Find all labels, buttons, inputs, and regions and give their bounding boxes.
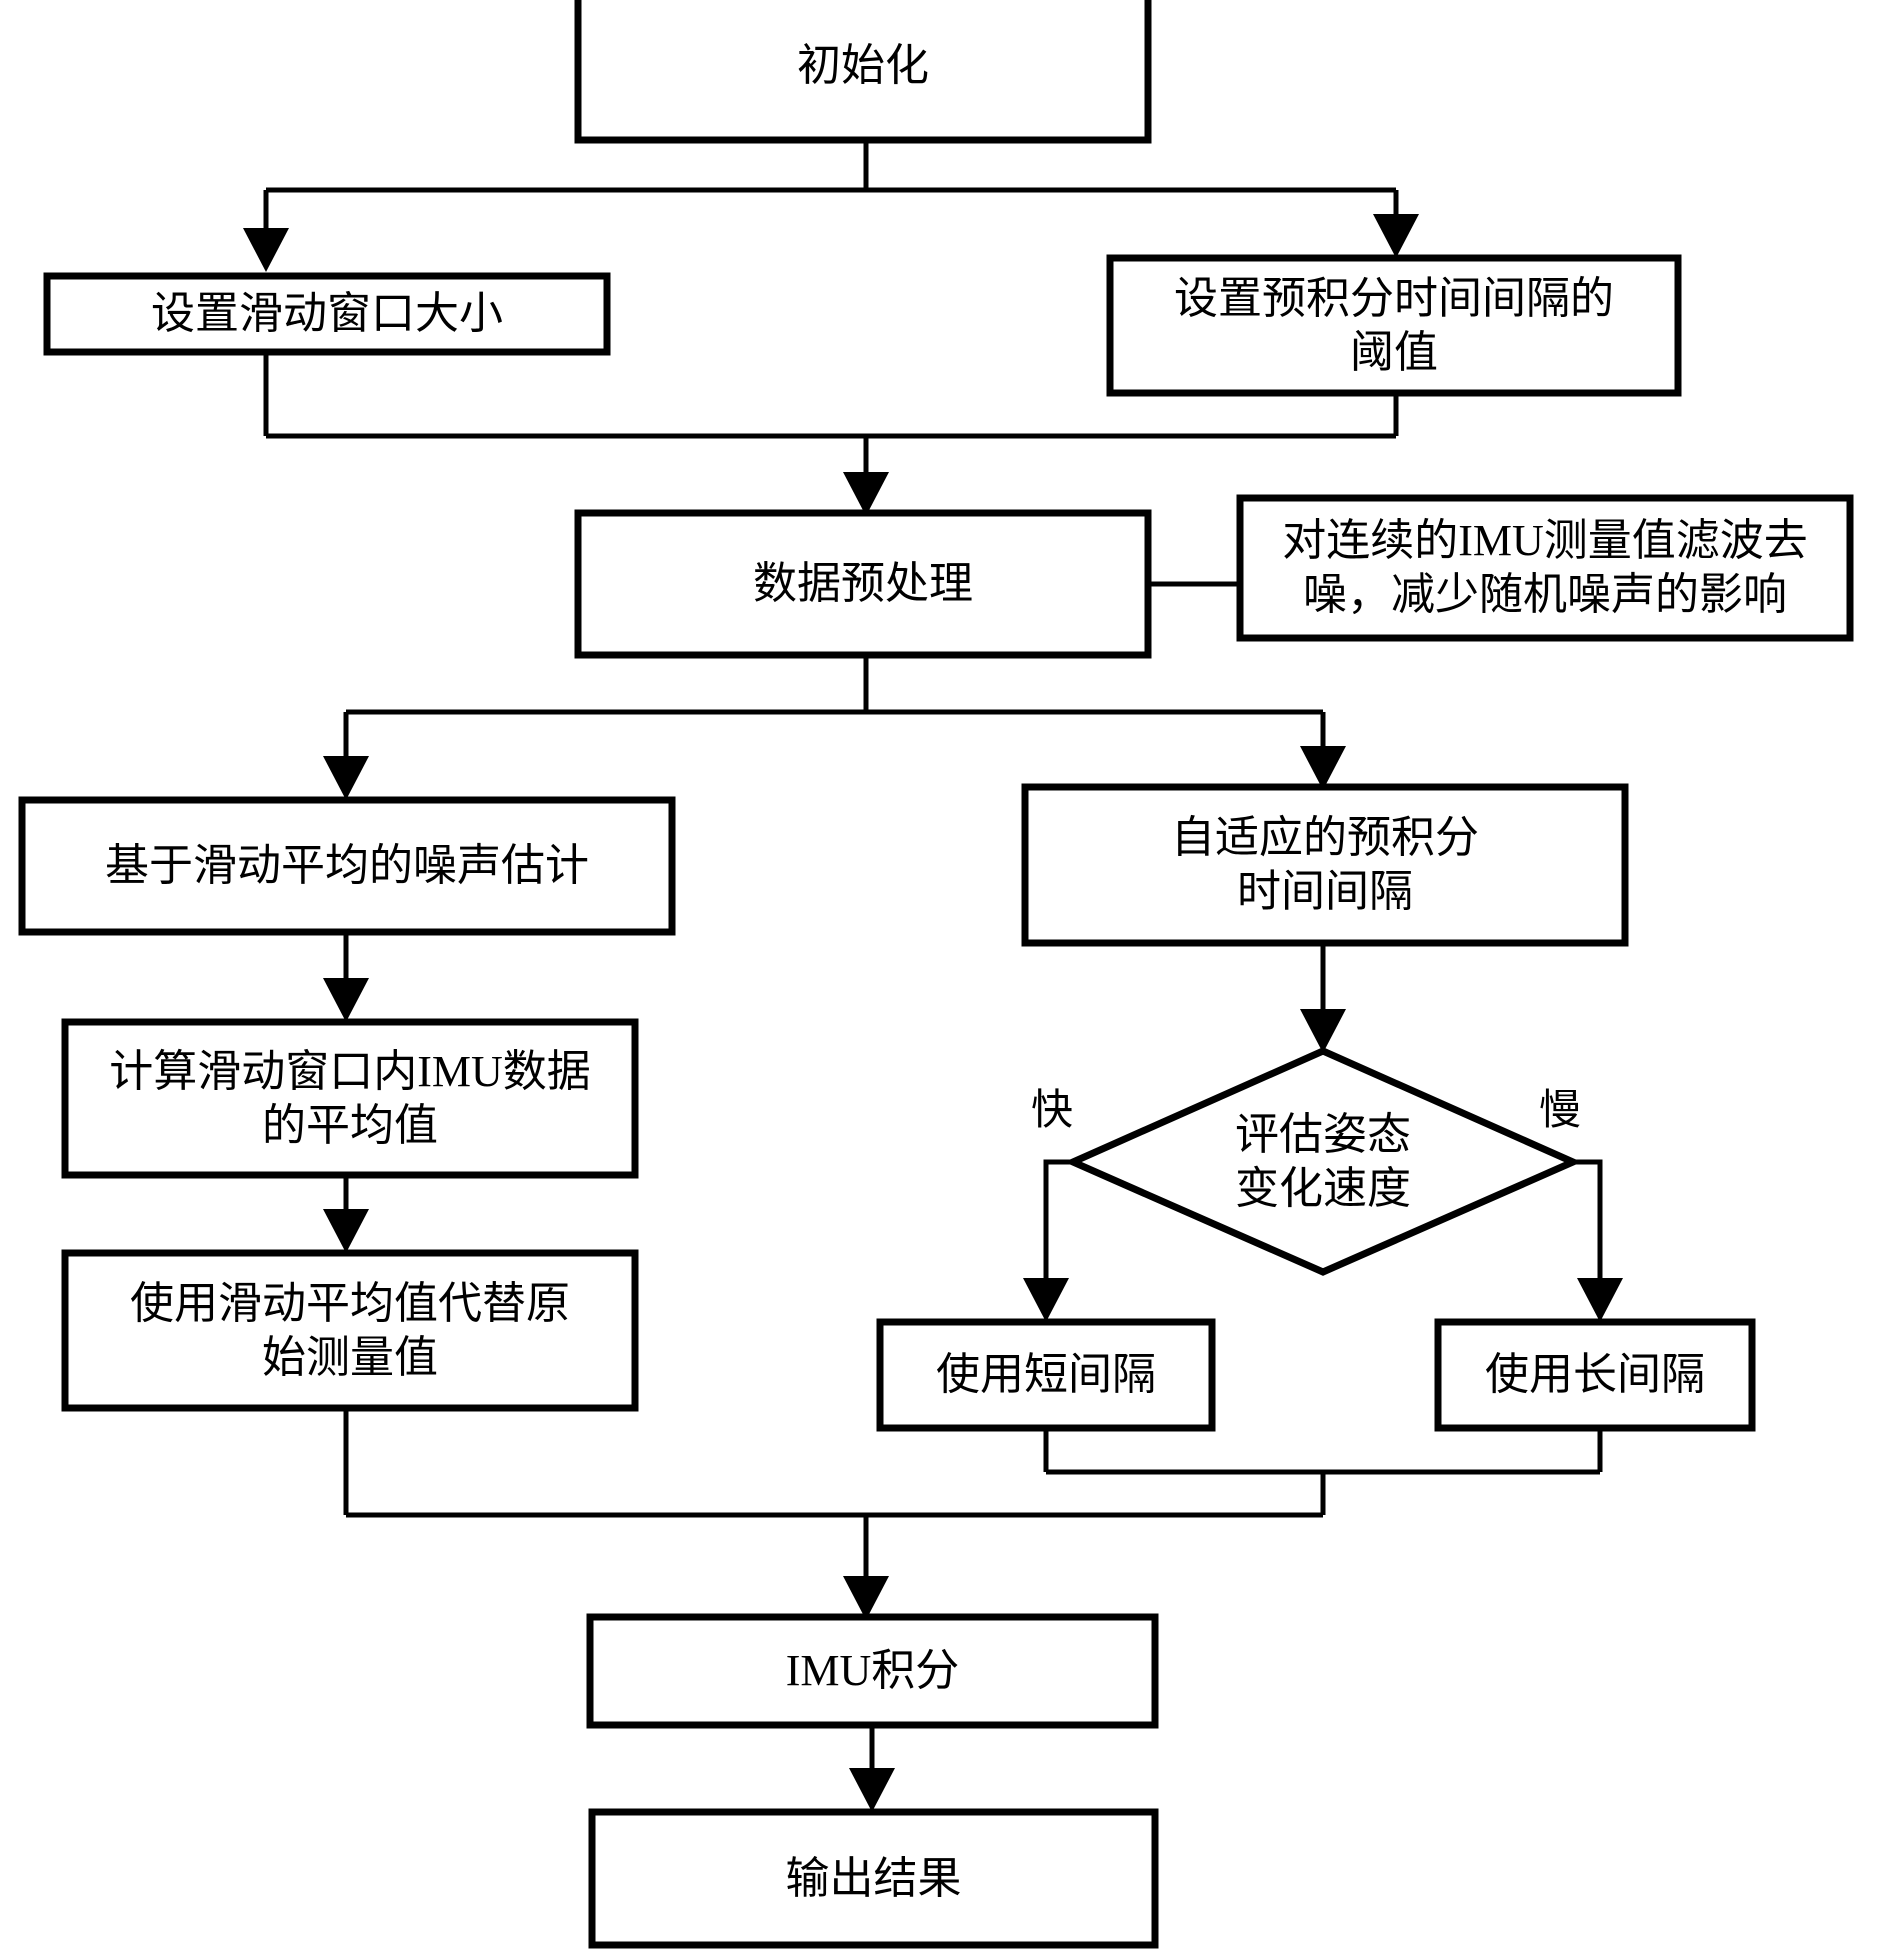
arrowhead-to-long-gap [1577,1278,1623,1322]
node-replace-raw[interactable] [61,1249,639,1412]
edge-branches-to-imu [343,1408,1323,1585]
edge-decision-short [1043,1159,1073,1285]
node-decision[interactable] [1064,1047,1582,1276]
arrowhead-to-preprocess [843,472,889,516]
edge-decision-long [1573,1159,1603,1285]
node-output[interactable] [588,1808,1159,1949]
node-preprocess[interactable] [574,509,1152,659]
arrowhead-to-calc-mean [323,978,369,1022]
edge-row2-merge [263,315,1399,505]
node-set-window[interactable] [43,272,611,356]
edge-label-fast: 快 [1031,1088,1074,1134]
node-long-gap[interactable] [1434,1318,1756,1432]
node-noise-est[interactable] [18,796,676,936]
arrowhead-to-replace-raw [323,1209,369,1253]
node-imu-integ[interactable] [586,1613,1159,1729]
arrowhead-to-short-gap [1023,1278,1069,1322]
arrowhead-to-output [849,1768,895,1812]
node-note-filter[interactable] [1236,494,1854,642]
node-set-thresh[interactable] [1106,254,1682,397]
edge-gaps-merge [1043,1428,1603,1515]
node-calc-mean[interactable] [61,1018,639,1179]
arrowhead-to-set-thresh [1373,214,1419,258]
node-short-gap[interactable] [876,1318,1216,1432]
arrowhead-to-imu-integ [843,1576,889,1620]
arrowhead-to-adaptive-dt [1300,746,1346,790]
arrowhead-to-set-window [243,228,289,272]
arrowhead-to-noise-est [323,756,369,800]
edge-preprocess-split [343,655,1326,780]
edge-init-fork [263,140,1399,245]
arrowhead-to-decision [1300,1009,1346,1053]
edge-label-slow: 慢 [1539,1088,1582,1134]
node-adaptive-dt[interactable] [1021,783,1629,947]
node-init[interactable] [574,0,1152,144]
